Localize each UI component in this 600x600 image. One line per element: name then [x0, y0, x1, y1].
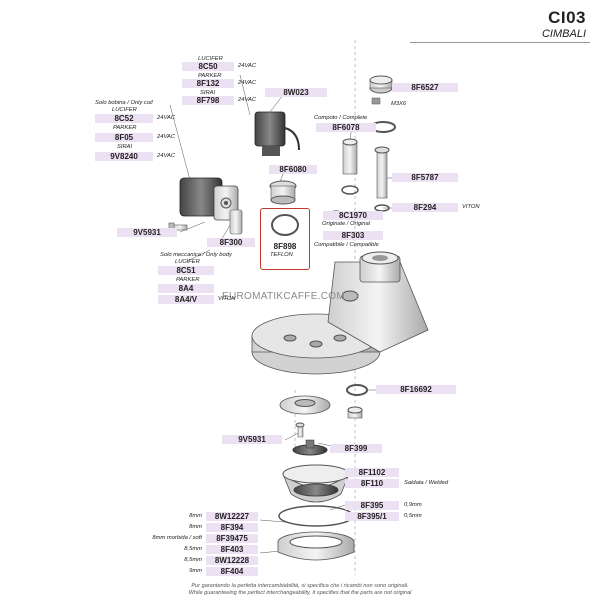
part-code-8F110[interactable]: 8F110 [345, 479, 399, 488]
voltage-label: 24VAC [238, 63, 257, 69]
part-code-8F404[interactable]: 8F404 [206, 567, 258, 576]
footer-disclaimer-en: While guaranteeing the perfect interchan… [188, 590, 412, 596]
part-code-9V8240[interactable]: 9V8240 [95, 152, 153, 161]
voltage-label: 24VAC [238, 80, 257, 86]
complete-note: Compoto / Complete [314, 115, 368, 121]
part-code-9V5931[interactable]: 9V5931 [117, 228, 177, 237]
part-code-8F6080[interactable]: 8F6080 [269, 165, 317, 174]
thickness-label: 0,9mm [404, 502, 422, 508]
part-code-8F399[interactable]: 8F399 [330, 444, 382, 453]
part-code-8C1970[interactable]: 8C1970 [323, 211, 383, 220]
gasket-spec: 8,5mm [184, 557, 202, 563]
part-code-8C52[interactable]: 8C52 [95, 114, 153, 123]
part-code-8F16692[interactable]: 8F16692 [376, 385, 456, 394]
parker-label: PARKER [113, 125, 137, 131]
part-code-8F303[interactable]: 8F303 [323, 231, 383, 240]
only-body-note: Solo meccanica / Only body [160, 252, 232, 258]
part-code-8F39475[interactable]: 8F39475 [206, 534, 258, 543]
original-note: Originale / Original [322, 221, 371, 227]
thickness-label: 0,5mm [404, 513, 422, 519]
brand-label: CIMBALI [541, 28, 586, 40]
watermark: EUROMATIKCAFFE.COM [222, 291, 345, 302]
lucifer-label: LUCIFER [112, 107, 137, 113]
part-code-8F5787[interactable]: 8F5787 [392, 173, 458, 182]
voltage-label: 24VAC [157, 134, 176, 140]
part-code-8F300[interactable]: 8F300 [207, 238, 255, 247]
gasket-spec: 8mm [189, 524, 202, 530]
part-code-8F132[interactable]: 8F132 [182, 79, 234, 88]
part-code-8C50[interactable]: 8C50 [182, 62, 234, 71]
part-code-8F798[interactable]: 8F798 [182, 96, 234, 105]
parker-label: PARKER [176, 277, 200, 283]
part-code-8F395-1[interactable]: 8F395/1 [345, 512, 399, 521]
header-divider [410, 42, 590, 43]
part-code-8F05[interactable]: 8F05 [95, 133, 153, 142]
parker-label: PARKER [198, 73, 222, 79]
part-code-8W12228[interactable]: 8W12228 [206, 556, 258, 565]
voltage-label: 24VAC [157, 153, 176, 159]
screw-size-label: M3X6 [391, 101, 407, 107]
part-code-8F6078[interactable]: 8F6078 [316, 123, 376, 132]
gasket-spec: 8,5mm [184, 546, 202, 552]
part-code-8W12227[interactable]: 8W12227 [206, 512, 258, 521]
gasket-spec: 8mm [189, 513, 202, 519]
lucifer-label: LUCIFER [198, 56, 223, 62]
part-code-9V5931-lower[interactable]: 9V5931 [222, 435, 282, 444]
voltage-label: 24VAC [238, 97, 257, 103]
viton-spec: VITON [462, 204, 480, 210]
part-code-8A4V[interactable]: 8A4/V [158, 295, 214, 304]
model-title: CI03 [548, 8, 586, 27]
highlight-box [260, 208, 310, 270]
part-code-8F1102[interactable]: 8F1102 [345, 468, 399, 477]
part-code-8C51[interactable]: 8C51 [158, 266, 214, 275]
part-code-8W023[interactable]: 8W023 [265, 88, 327, 97]
sirai-label: SIRAI [200, 90, 216, 96]
part-code-8F898[interactable]: 8F898 [273, 242, 297, 251]
welded-note: Saldata / Welded [404, 480, 449, 486]
voltage-label: 24VAC [157, 115, 176, 121]
lucifer-label: LUCIFER [175, 259, 200, 265]
sirai-label: SIRAI [117, 144, 133, 150]
part-code-8F294[interactable]: 8F294 [392, 203, 458, 212]
part-code-8F394[interactable]: 8F394 [206, 523, 258, 532]
footer-disclaimer-it: Pur garantendo la perfetta intercambiabi… [191, 583, 409, 589]
gasket-spec: 9mm [189, 568, 202, 574]
teflon-spec: TEFLON [270, 252, 293, 258]
compatible-note: Compatibile / Compatible [314, 242, 379, 248]
coil-only-note: Solo bobina / Only coil [95, 100, 153, 106]
part-code-8A4[interactable]: 8A4 [158, 284, 214, 293]
part-code-8F395[interactable]: 8F395 [345, 501, 399, 510]
part-code-8F403[interactable]: 8F403 [206, 545, 258, 554]
part-code-8F6527[interactable]: 8F6527 [392, 83, 458, 92]
gasket-spec: 8mm morbida / soft [152, 535, 202, 541]
viton-spec: VITON [218, 296, 236, 302]
